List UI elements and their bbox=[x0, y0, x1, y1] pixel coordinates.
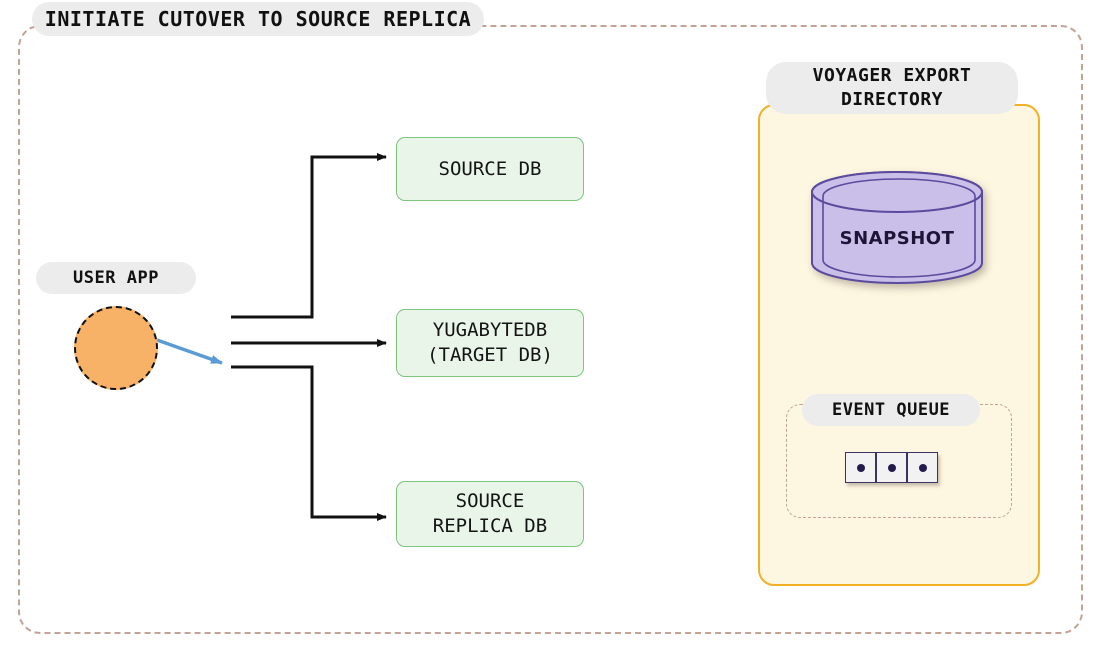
user-app-node[interactable] bbox=[74, 306, 158, 390]
voyager-label-line-1: VOYAGER EXPORT bbox=[812, 65, 972, 86]
snapshot-cylinder-icon[interactable] bbox=[806, 170, 988, 285]
event-queue-cell[interactable] bbox=[907, 452, 938, 483]
target-db-node[interactable]: YUGABYTEDB (TARGET DB) bbox=[396, 309, 584, 377]
event-queue-label: EVENT QUEUE bbox=[802, 394, 980, 426]
event-queue-cell[interactable] bbox=[876, 452, 907, 483]
voyager-label-line-2: DIRECTORY bbox=[840, 89, 944, 110]
voyager-export-directory-label: VOYAGER EXPORT DIRECTORY bbox=[766, 62, 1018, 114]
diagram-title: INITIATE CUTOVER TO SOURCE REPLICA bbox=[32, 2, 484, 36]
replica-db-node[interactable]: SOURCE REPLICA DB bbox=[396, 481, 584, 547]
event-queue-cell[interactable] bbox=[845, 452, 876, 483]
source-db-node[interactable]: SOURCE DB bbox=[396, 137, 584, 201]
user-app-label: USER APP bbox=[36, 262, 196, 294]
snapshot-label: SNAPSHOT bbox=[839, 227, 955, 249]
outer-frame bbox=[18, 25, 1083, 634]
